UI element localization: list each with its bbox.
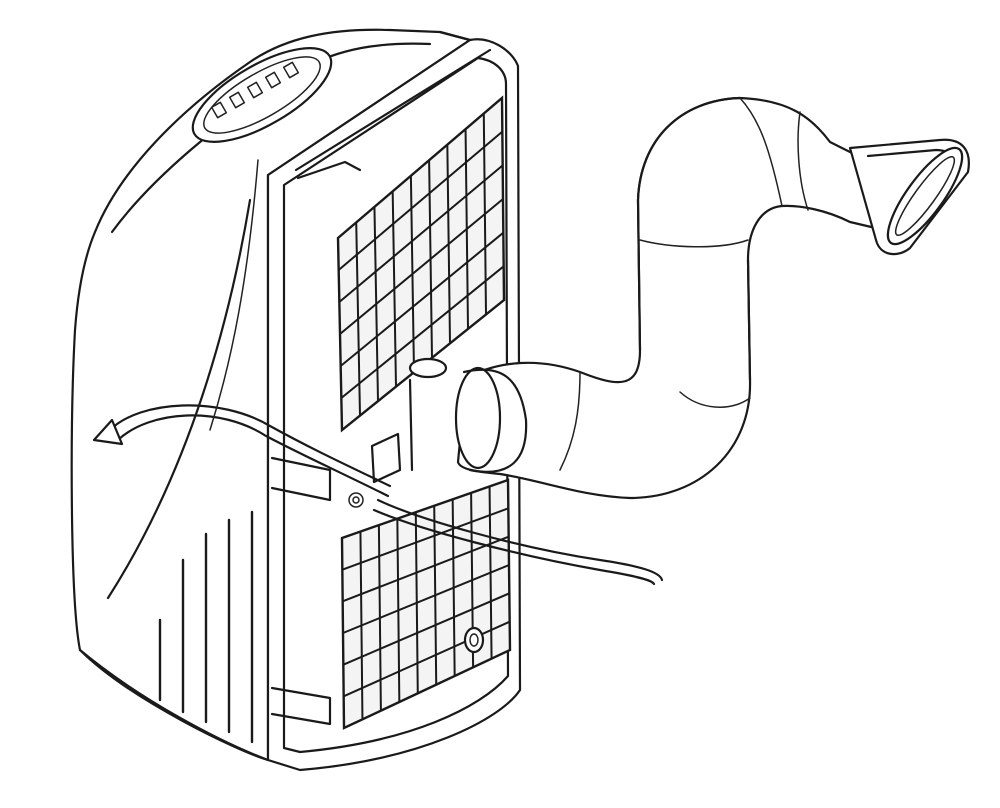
- control-panel: [191, 47, 333, 143]
- grille-bar-horizontal: [338, 164, 504, 303]
- exhaust-hose: [454, 96, 886, 500]
- control-panel-icon: [210, 61, 300, 119]
- drain-cap-icon: [348, 432, 402, 508]
- side-vent-slots: [158, 510, 254, 744]
- grille-bar-horizontal: [339, 198, 504, 335]
- grille-bar-horizontal: [340, 265, 505, 399]
- exhaust-latch: [408, 357, 448, 379]
- lower-grille: [340, 478, 512, 730]
- caster-wheel-icon: [463, 626, 485, 654]
- grille-bar-horizontal: [341, 507, 509, 571]
- grille-bar-horizontal: [340, 231, 504, 367]
- grille-bar-horizontal: [338, 130, 503, 271]
- power-cord: [92, 159, 664, 586]
- grille-bar-horizontal: [342, 564, 510, 634]
- upper-grille: [336, 95, 506, 433]
- center-divider: [408, 378, 414, 472]
- grille-bar-horizontal: [342, 592, 510, 666]
- window-nozzle: [848, 138, 970, 256]
- grille-bar-horizontal: [342, 535, 510, 603]
